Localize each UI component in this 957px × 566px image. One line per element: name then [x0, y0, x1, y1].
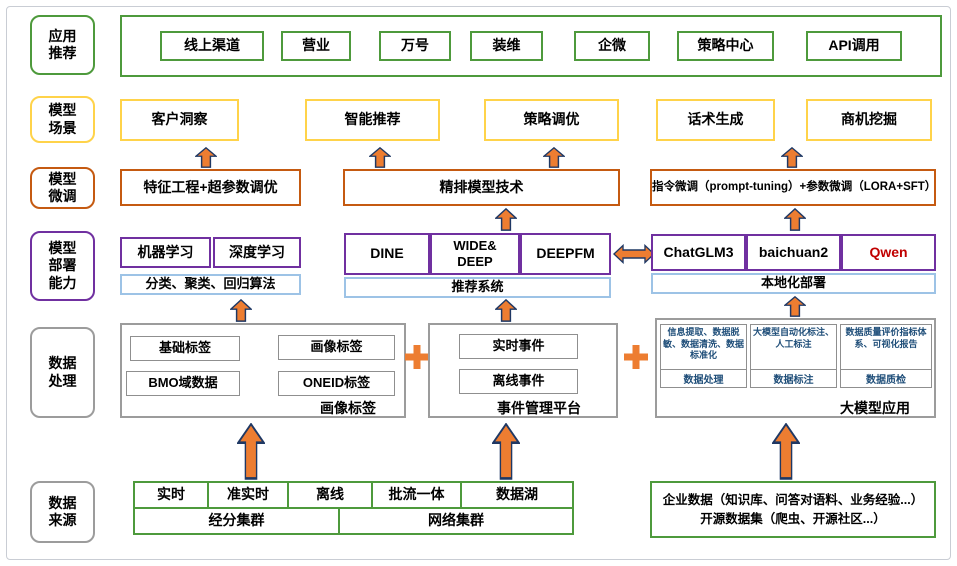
page-border	[6, 6, 951, 560]
portrait-item: ONEID标签	[278, 371, 395, 396]
llm-app-cell-text: 信息提取、数据脱敏、数据清洗、数据标准化	[663, 327, 745, 361]
portrait-item: 基础标签	[130, 336, 240, 361]
llm-app-cell: 数据质量评价指标体系、可视化报告 数据质检	[840, 324, 932, 388]
double-arrow-icon	[613, 244, 655, 264]
up-arrow-icon	[195, 147, 217, 168]
llm-app-cell-text: 大模型自动化标注、人工标注	[753, 327, 835, 349]
source-mode-item: 准实时	[207, 481, 289, 509]
deploy-rec-item: WIDE& DEEP	[430, 233, 520, 275]
llm-app-cell-text: 数据质量评价指标体系、可视化报告	[845, 327, 927, 349]
up-arrow-icon	[781, 147, 803, 168]
up-arrow-icon	[543, 147, 565, 168]
app-item: 营业	[281, 31, 351, 61]
deploy-rec-item: DINE	[344, 233, 430, 275]
layer-label-application: 应用 推荐	[30, 15, 95, 75]
deploy-ml-caption: 分类、聚类、回归算法	[120, 274, 301, 295]
plus-icon	[623, 344, 649, 370]
layer-label-finetune: 模型 微调	[30, 167, 95, 209]
deploy-rec-item: DEEPFM	[520, 233, 611, 275]
llm-app-group-caption: 大模型应用	[840, 400, 910, 416]
up-arrow-icon	[495, 299, 517, 322]
layer-label-scene: 模型 场景	[30, 96, 95, 143]
deploy-ml-item: 机器学习	[120, 237, 211, 268]
scene-item: 商机挖掘	[806, 99, 932, 141]
event-item: 实时事件	[459, 334, 578, 359]
deploy-llm-caption: 本地化部署	[651, 273, 936, 294]
app-item: API调用	[806, 31, 902, 61]
finetune-item: 精排模型技术	[343, 169, 620, 206]
source-mode-item: 数据湖	[460, 481, 574, 509]
deploy-llm-item: ChatGLM3	[651, 234, 746, 271]
big-up-arrow-icon	[492, 423, 520, 480]
up-arrow-icon	[369, 147, 391, 168]
app-item: 线上渠道	[160, 31, 264, 61]
portrait-item: BMO域数据	[126, 371, 240, 396]
llm-app-cell-caption: 数据处理	[661, 369, 746, 387]
llm-app-cell: 信息提取、数据脱敏、数据清洗、数据标准化 数据处理	[660, 324, 747, 388]
event-group-caption: 事件管理平台	[497, 400, 581, 416]
source-mode-item: 实时	[133, 481, 209, 509]
deploy-ml-item: 深度学习	[213, 237, 301, 268]
portrait-group-caption: 画像标签	[320, 400, 376, 416]
plus-icon	[404, 344, 430, 370]
deploy-llm-item: Qwen	[841, 234, 936, 271]
deploy-llm-item: baichuan2	[746, 234, 841, 271]
app-item: 装维	[470, 31, 543, 61]
enterprise-data-box: 企业数据（知识库、问答对语料、业务经验...） 开源数据集（爬虫、开源社区...…	[650, 481, 936, 538]
big-up-arrow-icon	[237, 423, 265, 480]
up-arrow-icon	[495, 208, 517, 231]
scene-item: 话术生成	[656, 99, 775, 141]
scene-item: 智能推荐	[305, 99, 440, 141]
up-arrow-icon	[784, 208, 806, 231]
llm-app-cell-caption: 数据标注	[751, 369, 836, 387]
scene-item: 客户洞察	[120, 99, 239, 141]
layer-label-data-processing: 数据 处理	[30, 327, 95, 418]
portrait-item: 画像标签	[278, 335, 395, 360]
source-cluster-item: 网络集群	[338, 507, 574, 535]
up-arrow-icon	[784, 296, 806, 317]
big-up-arrow-icon	[772, 423, 800, 480]
deploy-rec-caption: 推荐系统	[344, 277, 611, 298]
app-item: 万号	[379, 31, 451, 61]
up-arrow-icon	[230, 299, 252, 322]
app-item: 策略中心	[677, 31, 774, 61]
layer-label-data-source: 数据 来源	[30, 481, 95, 543]
app-item: 企微	[574, 31, 650, 61]
enterprise-data-line: 开源数据集（爬虫、开源社区...）	[700, 512, 886, 526]
source-cluster-item: 经分集群	[133, 507, 340, 535]
llm-app-cell-caption: 数据质检	[841, 369, 931, 387]
source-mode-item: 批流一体	[371, 481, 462, 509]
llm-app-cell: 大模型自动化标注、人工标注 数据标注	[750, 324, 837, 388]
event-item: 离线事件	[459, 369, 578, 394]
finetune-item: 特征工程+超参数调优	[120, 169, 301, 206]
enterprise-data-line: 企业数据（知识库、问答对语料、业务经验...）	[662, 492, 924, 507]
finetune-item: 指令微调（prompt-tuning）+参数微调（LORA+SFT）	[650, 169, 936, 206]
scene-item: 策略调优	[484, 99, 619, 141]
source-mode-item: 离线	[287, 481, 373, 509]
layer-label-deploy: 模型 部署 能力	[30, 231, 95, 301]
